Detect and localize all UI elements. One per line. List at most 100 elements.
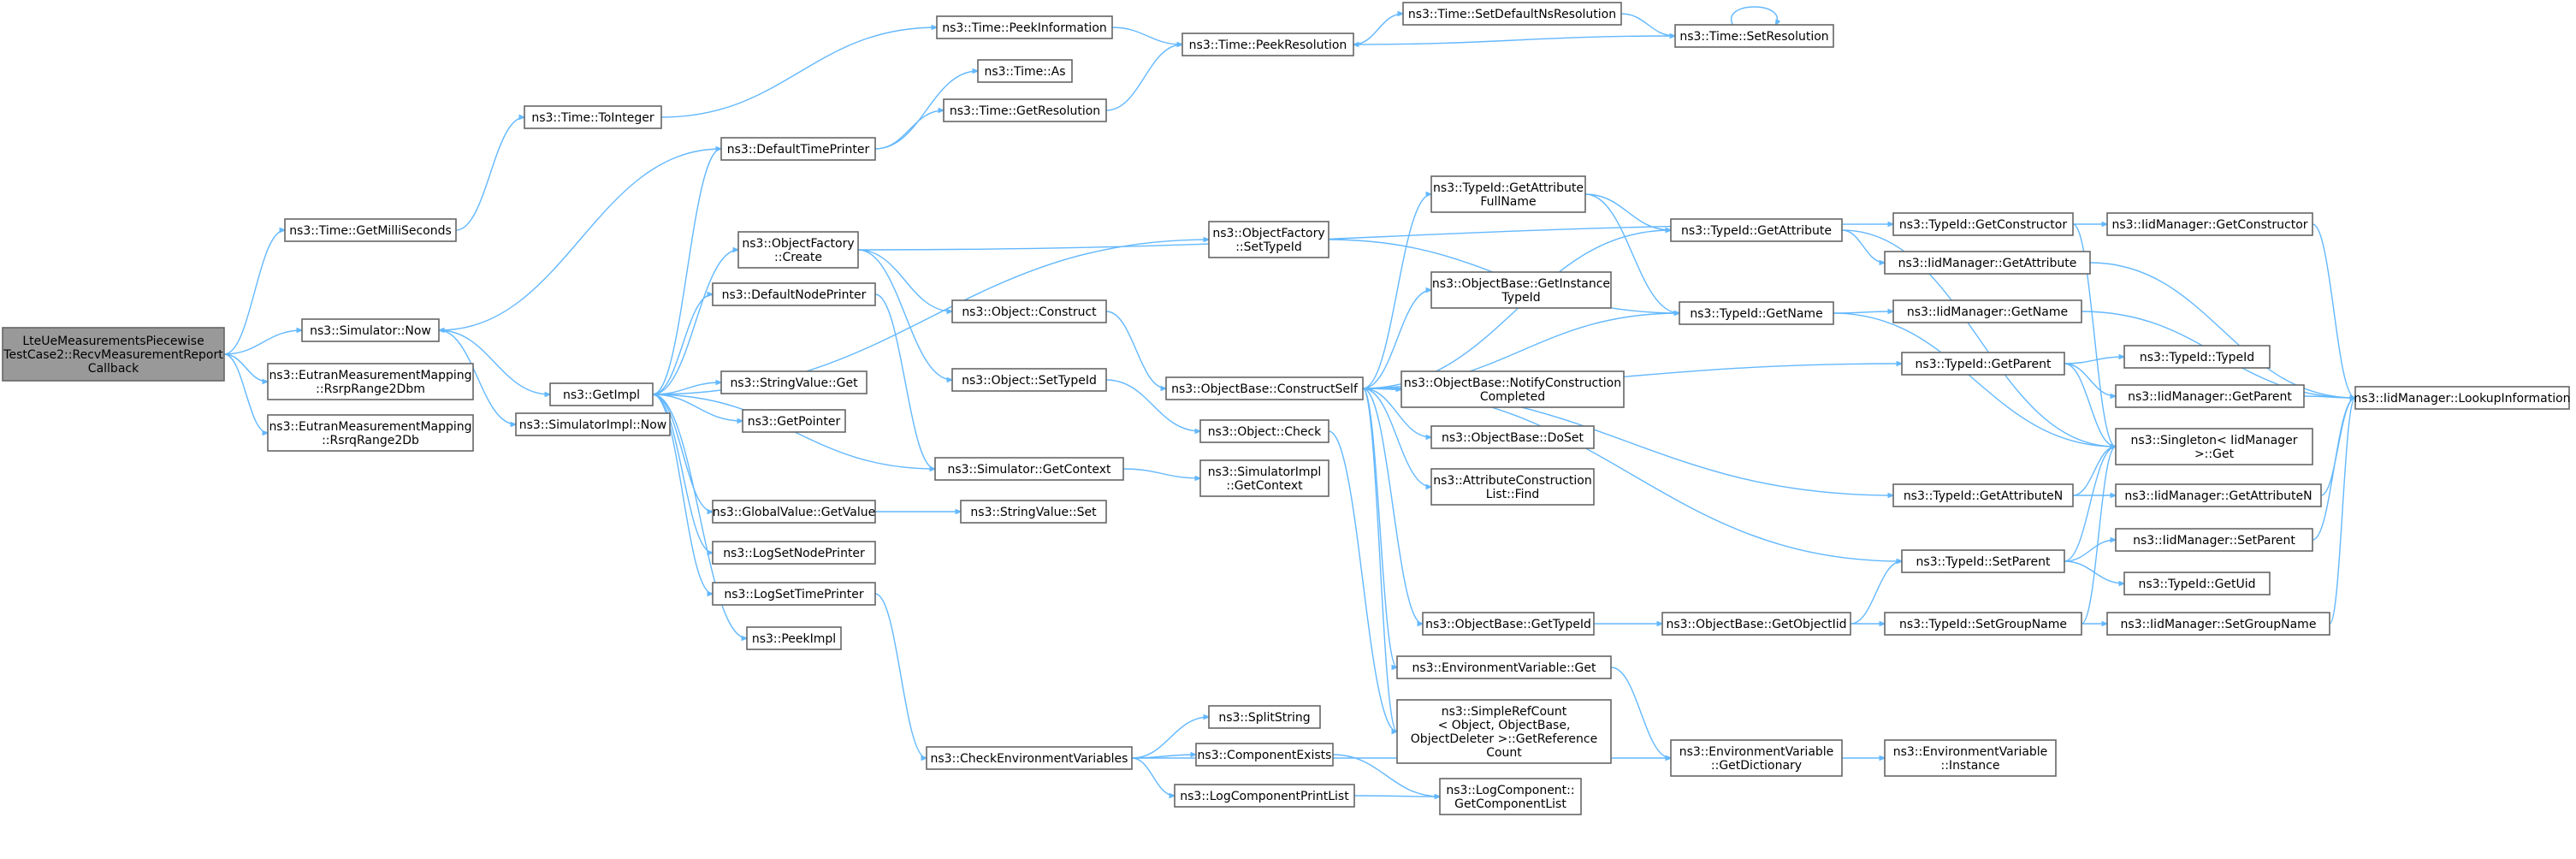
node-rsrq[interactable]: ns3::EutranMeasurementMapping::RsrqRange… xyxy=(267,414,474,452)
edge-root-to-get-milli xyxy=(223,230,285,355)
node-log-node[interactable]: ns3::LogSetNodePrinter xyxy=(712,541,876,565)
node-box xyxy=(2123,345,2271,369)
edge-construct-to-do-set xyxy=(1362,388,1431,437)
node-peek-impl[interactable]: ns3::PeekImpl xyxy=(746,626,842,650)
node-label-line: ns3::IidManager::GetParent xyxy=(2128,390,2292,404)
node-tid-set-parent[interactable]: ns3::TypeId::SetParent xyxy=(1901,549,2065,573)
node-get-obj-iid[interactable]: ns3::ObjectBase::GetObjectIid xyxy=(1661,612,1851,636)
node-ob-get-tid[interactable]: ns3::ObjectBase::GetTypeId xyxy=(1422,612,1595,636)
node-log-time[interactable]: ns3::LogSetTimePrinter xyxy=(712,582,876,606)
node-of-set-tid[interactable]: ns3::ObjectFactory::SetTypeId xyxy=(1208,221,1329,258)
node-rsrp[interactable]: ns3::EutranMeasurementMapping::RsrpRange… xyxy=(267,363,474,400)
node-label-line: ns3::Simulator::GetContext xyxy=(947,463,1111,477)
node-of-create[interactable]: ns3::ObjectFactory::Create xyxy=(737,231,859,269)
node-get-res[interactable]: ns3::Time::GetResolution xyxy=(943,98,1107,122)
node-box xyxy=(746,626,842,650)
node-comp-exists[interactable]: ns3::ComponentExists xyxy=(1195,743,1334,767)
node-set-def-ns[interactable]: ns3::Time::SetDefaultNsResolution xyxy=(1402,2,1622,26)
node-box xyxy=(1208,705,1321,729)
node-tid-get-parent[interactable]: ns3::TypeId::GetParent xyxy=(1901,352,2065,376)
node-obj-set-tid[interactable]: ns3::Object::SetTypeId xyxy=(951,368,1107,392)
node-label-line: ns3::SimulatorImpl xyxy=(1208,465,1322,479)
node-box xyxy=(1430,425,1595,449)
node-box xyxy=(1199,419,1329,443)
node-iid-set-group[interactable]: ns3::IidManager::SetGroupName xyxy=(2106,612,2330,636)
node-def-time[interactable]: ns3::DefaultTimePrinter xyxy=(720,137,876,161)
node-tid-get-uid[interactable]: ns3::TypeId::GetUid xyxy=(2123,572,2271,595)
node-label-line: ns3::GetImpl xyxy=(563,388,640,402)
edge-construct-to-attr-list-find xyxy=(1362,388,1431,487)
node-obj-construct[interactable]: ns3::Object::Construct xyxy=(951,299,1107,323)
node-time-as[interactable]: ns3::Time::As xyxy=(977,59,1073,83)
node-log-comp-list[interactable]: ns3::LogComponentPrintList xyxy=(1174,784,1355,808)
node-split-str[interactable]: ns3::SplitString xyxy=(1208,705,1321,729)
edge-get-impl-to-peek-impl xyxy=(652,394,747,638)
node-iid-get-attr[interactable]: ns3::IidManager::GetAttribute xyxy=(1884,251,2091,275)
node-impl-now[interactable]: ns3::SimulatorImpl::Now xyxy=(515,412,671,436)
node-set-res[interactable]: ns3::Time::SetResolution xyxy=(1674,24,1834,48)
node-tid-get-attr[interactable]: ns3::TypeId::GetAttribute xyxy=(1670,218,1843,242)
node-tid-get-name[interactable]: ns3::TypeId::GetName xyxy=(1679,301,1834,325)
edge-get-impl-to-log-node xyxy=(652,394,713,553)
node-construct[interactable]: ns3::ObjectBase::ConstructSelf xyxy=(1165,376,1364,400)
node-label-line: ns3::SplitString xyxy=(1218,711,1310,725)
node-def-node[interactable]: ns3::DefaultNodePrinter xyxy=(712,282,876,306)
node-str-set[interactable]: ns3::StringValue::Set xyxy=(960,500,1107,524)
node-tid-set-group[interactable]: ns3::TypeId::SetGroupName xyxy=(1884,612,2082,636)
node-notify-const[interactable]: ns3::ObjectBase::NotifyConstructionCompl… xyxy=(1401,370,1625,408)
edge-to-int-to-peek-info xyxy=(660,27,937,118)
node-peek-res[interactable]: ns3::Time::PeekResolution xyxy=(1181,33,1354,56)
edge-construct-to-get-inst-tid xyxy=(1362,290,1431,389)
node-lookup[interactable]: ns3::IidManager::LookupInformation xyxy=(2354,386,2571,410)
node-iid-set-parent[interactable]: ns3::IidManager::SetParent xyxy=(2115,528,2313,552)
edge-sim-get-ctx-to-impl-get-ctx xyxy=(1122,468,1200,478)
node-gv-get[interactable]: ns3::GlobalValue::GetValue xyxy=(712,500,876,524)
edge-root-to-sim-now xyxy=(223,330,302,355)
edge-def-time-to-sim-now xyxy=(439,148,722,330)
node-iid-get-name[interactable]: ns3::IidManager::GetName xyxy=(1892,299,2082,323)
node-env-dict[interactable]: ns3::EnvironmentVariable::GetDictionary xyxy=(1670,739,1843,777)
node-box xyxy=(2354,386,2570,410)
node-peek-info[interactable]: ns3::Time::PeekInformation xyxy=(936,15,1113,39)
edge-of-create-to-obj-set-tid xyxy=(857,249,952,380)
node-label-line: Count xyxy=(1486,746,1522,760)
edge-tid-get-attr-n-to-singleton xyxy=(2072,447,2116,496)
node-label-line: ns3::ObjectBase::GetInstance xyxy=(1432,277,1610,291)
node-tid-tid[interactable]: ns3::TypeId::TypeId xyxy=(2123,345,2271,369)
node-sim-get-ctx[interactable]: ns3::Simulator::GetContext xyxy=(934,457,1124,481)
node-root[interactable]: LteUeMeasurementsPiecewiseTestCase2::Rec… xyxy=(2,327,225,382)
node-tid-get-attr-n[interactable]: ns3::TypeId::GetAttributeN xyxy=(1892,483,2074,507)
node-iid-get-parent[interactable]: ns3::IidManager::GetParent xyxy=(2115,384,2305,408)
node-label-line: ns3::IidManager::GetName xyxy=(1907,305,2068,319)
edge-check-env-to-split-str xyxy=(1131,717,1209,759)
node-to-int[interactable]: ns3::Time::ToInteger xyxy=(524,105,662,129)
node-tid-get-ctor[interactable]: ns3::TypeId::GetConstructor xyxy=(1892,212,2074,236)
node-box xyxy=(936,15,1113,39)
node-env-inst[interactable]: ns3::EnvironmentVariable::Instance xyxy=(1884,739,2057,777)
node-get-impl[interactable]: ns3::GetImpl xyxy=(549,382,654,406)
edge-peek-res-to-set-def-ns xyxy=(1353,14,1403,45)
node-sim-now[interactable]: ns3::Simulator::Now xyxy=(301,318,440,342)
node-iid-get-ctor[interactable]: ns3::IidManager::GetConstructor xyxy=(2106,212,2313,236)
node-check-env[interactable]: ns3::CheckEnvironmentVariables xyxy=(926,746,1133,770)
node-box xyxy=(1165,376,1364,400)
node-label-line: ns3::IidManager::SetParent xyxy=(2133,534,2295,548)
node-get-milli[interactable]: ns3::Time::GetMilliSeconds xyxy=(284,218,457,242)
node-env-get[interactable]: ns3::EnvironmentVariable::Get xyxy=(1396,655,1612,679)
node-impl-get-ctx[interactable]: ns3::SimulatorImpl::GetContext xyxy=(1199,459,1329,497)
node-singleton[interactable]: ns3::Singleton< IidManager>::Get xyxy=(2115,428,2313,465)
edge-comp-exists-to-get-comp-list xyxy=(1332,754,1440,797)
node-iid-get-attr-n[interactable]: ns3::IidManager::GetAttributeN xyxy=(2115,483,2322,507)
node-box xyxy=(737,231,859,269)
node-get-comp-list[interactable]: ns3::LogComponent::GetComponentList xyxy=(1439,778,1582,815)
node-box xyxy=(2115,428,2313,465)
node-obj-check[interactable]: ns3::Object::Check xyxy=(1199,419,1329,443)
node-get-ptr[interactable]: ns3::GetPointer xyxy=(742,409,846,433)
node-do-set[interactable]: ns3::ObjectBase::DoSet xyxy=(1430,425,1595,449)
edge-root-to-rsrq xyxy=(223,353,268,433)
node-ref-count[interactable]: ns3::SimpleRefCount< Object, ObjectBase,… xyxy=(1396,699,1612,764)
node-str-get[interactable]: ns3::StringValue::Get xyxy=(720,370,868,394)
